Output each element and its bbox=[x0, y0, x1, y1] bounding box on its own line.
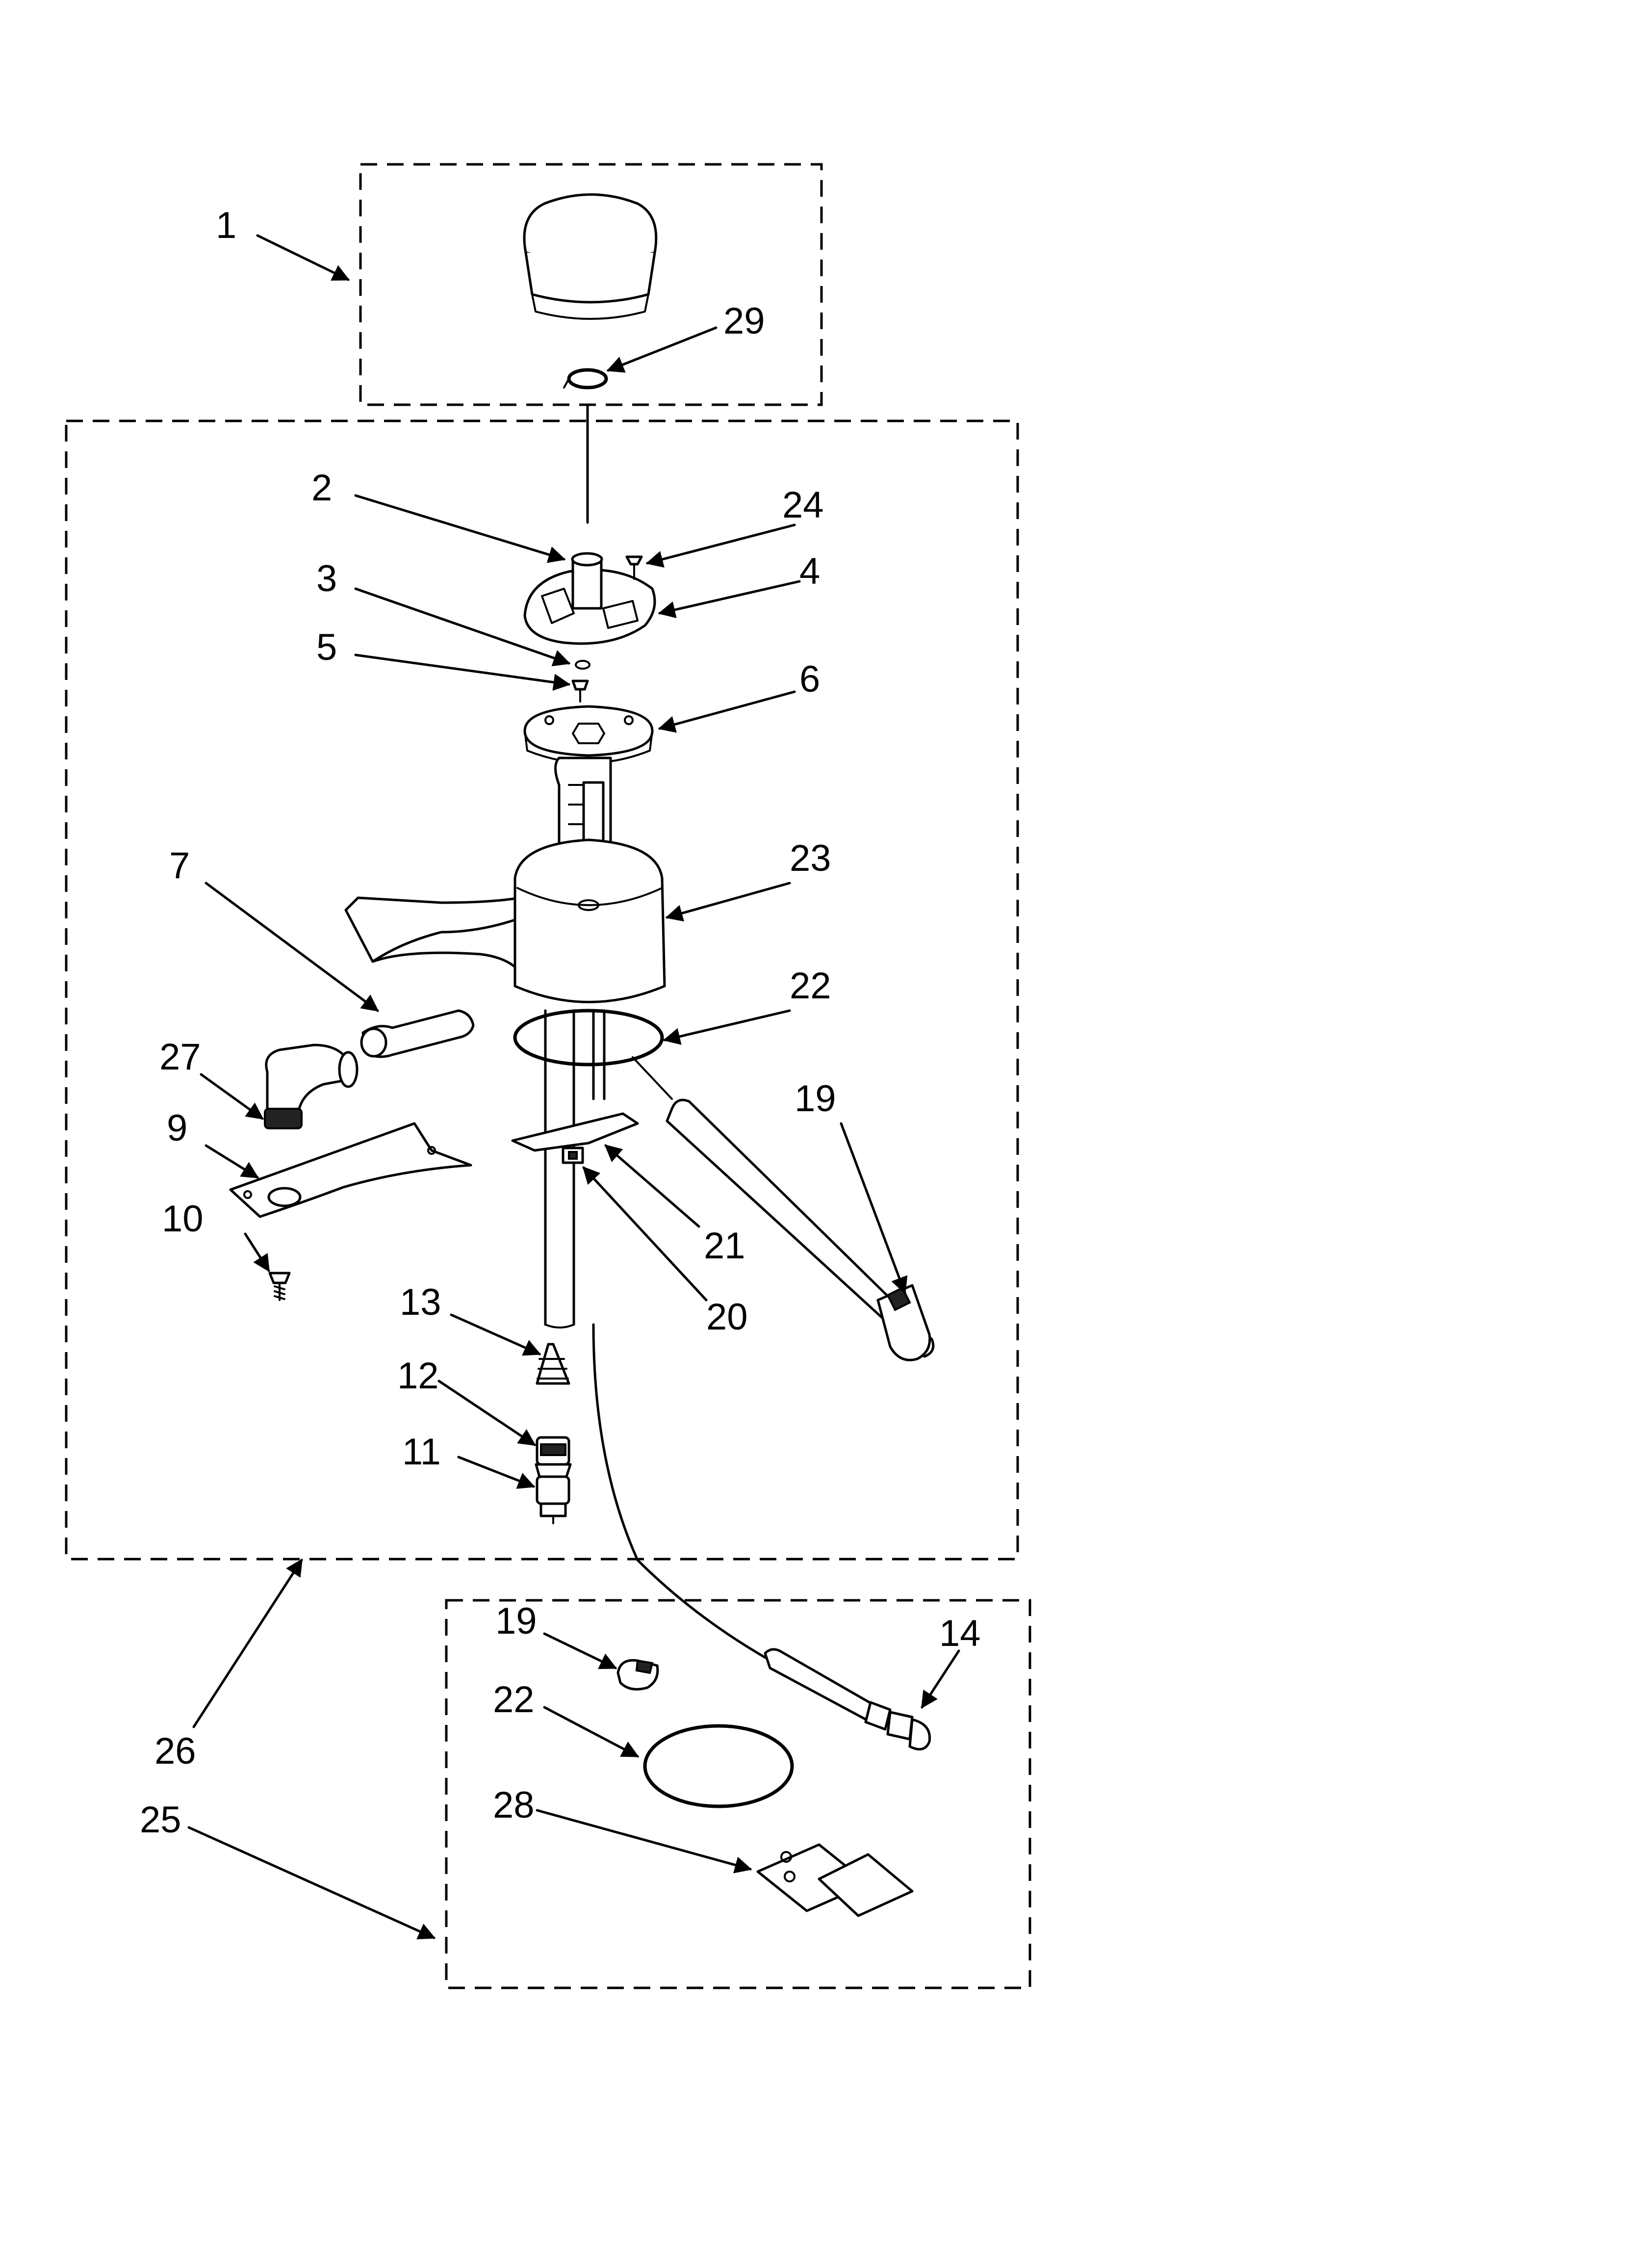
part-coupling-11 bbox=[536, 1475, 570, 1524]
callout-20: 20 bbox=[706, 1296, 748, 1338]
group-box-cap bbox=[359, 163, 823, 406]
callout-25: 25 bbox=[140, 1799, 181, 1841]
part-clip bbox=[563, 368, 608, 390]
group-box-faucet-assembly bbox=[65, 419, 1019, 1561]
callout-29: 29 bbox=[723, 300, 765, 342]
part-kit-gasket bbox=[756, 1843, 914, 1917]
callout-11: 11 bbox=[402, 1431, 441, 1473]
part-hose-segment bbox=[360, 1009, 475, 1058]
part-screw-10 bbox=[268, 1272, 291, 1301]
part-strainer bbox=[536, 1343, 570, 1385]
part-clip-plate bbox=[511, 1112, 639, 1164]
part-kit-clamp bbox=[616, 1659, 659, 1691]
part-supply-hose bbox=[592, 1323, 931, 1751]
callout-1: 1 bbox=[216, 205, 236, 246]
leader-lines bbox=[187, 234, 960, 1940]
part-bracket bbox=[229, 1122, 472, 1218]
part-faucet-body bbox=[344, 756, 666, 1003]
part-cap bbox=[523, 193, 658, 320]
callout-28: 28 bbox=[493, 1784, 535, 1826]
callout-12: 12 bbox=[397, 1355, 439, 1397]
part-elbow-fitting bbox=[264, 1043, 359, 1129]
part-screw-5 bbox=[571, 679, 589, 703]
callout-13: 13 bbox=[400, 1281, 441, 1323]
callout-10: 10 bbox=[162, 1198, 204, 1240]
part-screw-24 bbox=[625, 555, 643, 580]
callout-4: 4 bbox=[799, 550, 820, 592]
callout-9: 9 bbox=[167, 1107, 187, 1149]
callout-24: 24 bbox=[782, 484, 824, 526]
callout-6: 6 bbox=[799, 658, 820, 700]
callout-3: 3 bbox=[316, 558, 337, 600]
callout-7: 7 bbox=[169, 845, 190, 886]
group-box-kit bbox=[445, 1599, 1031, 1989]
callout-21: 21 bbox=[704, 1225, 745, 1267]
callout-22-kit: 22 bbox=[493, 1679, 535, 1721]
callout-labels: 1 29 2 24 3 4 5 6 7 23 22 27 19 9 21 10 … bbox=[140, 205, 981, 1841]
part-large-o-ring-upper bbox=[513, 1009, 664, 1067]
part-small-o-ring bbox=[575, 660, 590, 670]
part-coupling-12 bbox=[535, 1436, 572, 1478]
callout-14: 14 bbox=[939, 1613, 981, 1654]
callout-23: 23 bbox=[790, 837, 831, 879]
callout-2: 2 bbox=[311, 467, 332, 509]
callout-22-upper: 22 bbox=[790, 965, 831, 1007]
callout-26: 26 bbox=[154, 1730, 196, 1772]
callout-5: 5 bbox=[316, 626, 337, 668]
callout-27: 27 bbox=[159, 1036, 201, 1078]
callout-19-kit: 19 bbox=[495, 1600, 537, 1642]
part-disc bbox=[523, 705, 654, 764]
callout-19-upper: 19 bbox=[795, 1078, 836, 1120]
part-kit-o-ring bbox=[643, 1724, 794, 1808]
part-cam-assembly bbox=[523, 552, 656, 645]
